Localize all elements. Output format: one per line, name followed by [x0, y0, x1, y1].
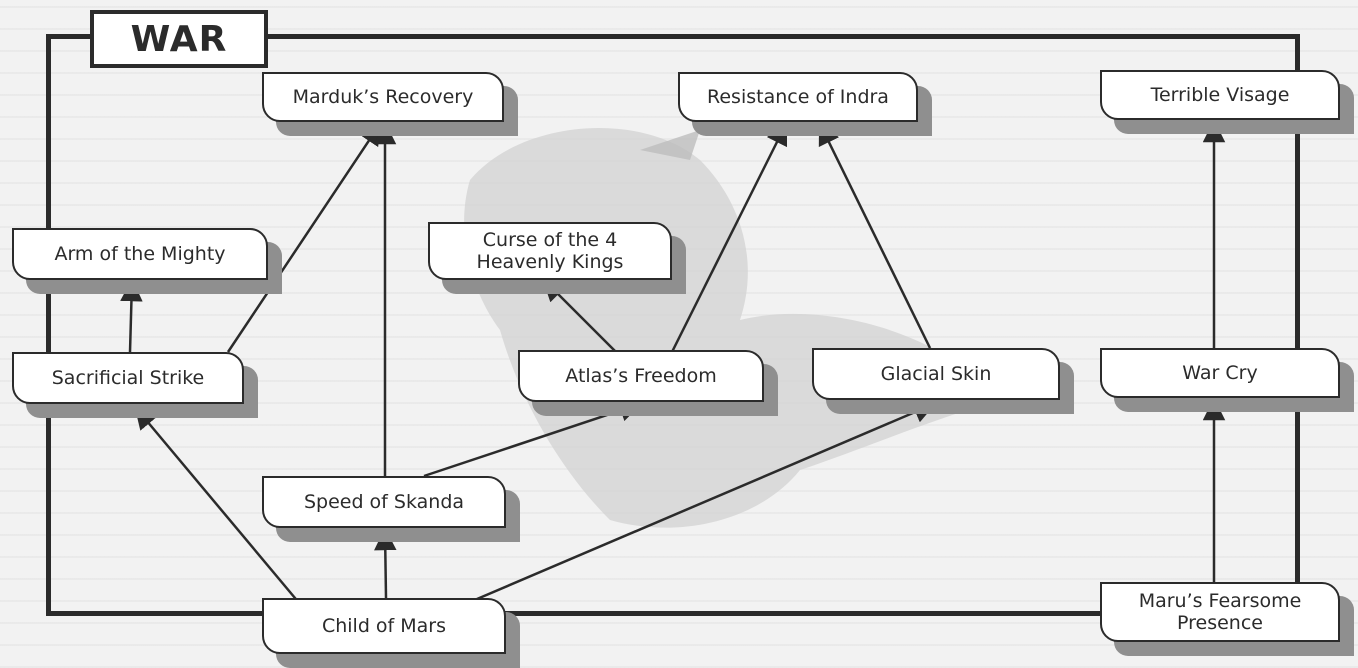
node-label: Resistance of Indra — [707, 85, 889, 108]
edge-skanda-to-atlas — [423, 399, 643, 478]
edge-glacial-to-indra — [818, 121, 932, 349]
section-title: WAR — [90, 10, 268, 68]
node-speed-of-skanda: Speed of Skanda — [262, 476, 520, 542]
diagram-frame — [46, 34, 1300, 616]
node-label: Curse of the 4 Heavenly Kings — [476, 228, 624, 273]
node-label: Glacial Skin — [880, 362, 992, 385]
node-label: Arm of the Mighty — [54, 242, 226, 265]
node-resistance-of-indra: Resistance of Indra — [678, 72, 932, 136]
node-label: Maru’s Fearsome Presence — [1138, 589, 1302, 634]
node-marus-fearsome-presence: Maru’s Fearsome Presence — [1100, 582, 1354, 656]
node-marduks-recovery: Marduk’s Recovery — [262, 72, 518, 136]
node-curse-of-the-4-heavenly-kings: Curse of the 4 Heavenly Kings — [428, 222, 686, 294]
edge-mars-to-glacial — [469, 401, 937, 604]
node-arm-of-the-mighty: Arm of the Mighty — [12, 228, 282, 294]
edge-sacrificial-to-marduk — [226, 122, 382, 353]
node-label: Sacrificial Strike — [51, 366, 205, 389]
node-sacrificial-strike: Sacrificial Strike — [12, 352, 258, 418]
node-label: War Cry — [1182, 361, 1258, 384]
node-glacial-skin: Glacial Skin — [812, 348, 1074, 414]
node-war-cry: War Cry — [1100, 348, 1354, 412]
edge-mars-to-sacrificial — [134, 406, 301, 605]
node-atlass-freedom: Atlas’s Freedom — [518, 350, 778, 416]
node-label: Speed of Skanda — [303, 490, 465, 513]
node-label: Atlas’s Freedom — [565, 364, 717, 387]
node-label: Marduk’s Recovery — [292, 85, 474, 108]
node-label: Terrible Visage — [1150, 83, 1290, 106]
node-terrible-visage: Terrible Visage — [1100, 70, 1354, 134]
node-child-of-mars: Child of Mars — [262, 598, 520, 668]
edge-atlas-to-indra — [670, 121, 788, 353]
section-title-text: WAR — [130, 18, 228, 60]
node-label: Child of Mars — [321, 614, 447, 637]
